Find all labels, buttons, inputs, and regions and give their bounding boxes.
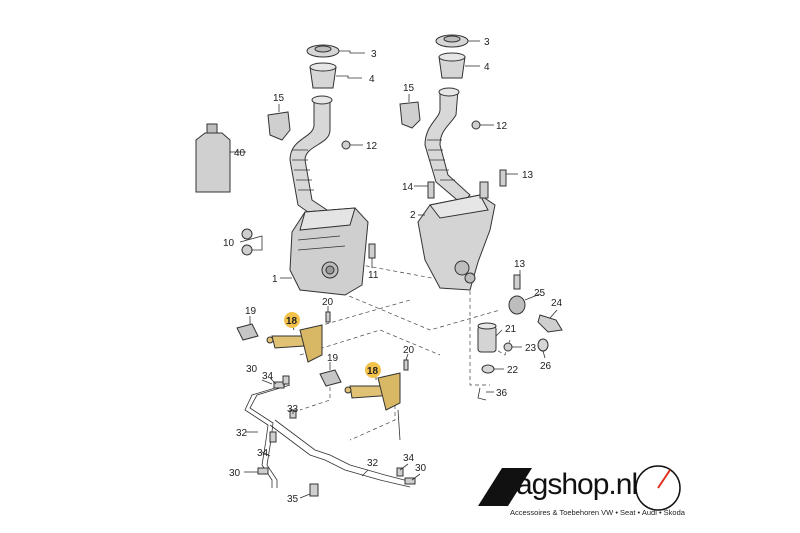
callout-14: 14	[402, 182, 414, 193]
bracket-right	[399, 101, 421, 129]
logo-mark-icon	[478, 465, 681, 511]
callout-25: 25	[534, 288, 546, 299]
callout-2: 2	[410, 210, 416, 221]
fluid-bottle	[195, 123, 231, 193]
washer-reservoir-left	[289, 207, 369, 296]
fill-pipe-right	[424, 87, 471, 205]
callout-3-left: 3	[371, 49, 377, 60]
callout-40: 40	[234, 148, 246, 159]
callout-12-left: 12	[366, 141, 378, 152]
level-sensor	[537, 314, 563, 333]
callout-15-right: 15	[403, 83, 415, 94]
callout-23: 23	[525, 343, 537, 354]
washer-pump	[477, 322, 497, 353]
filler-cap-right	[435, 34, 469, 48]
callout-labels: 3 4 3 4 15 15 12 12 40 14 13 2 10 1 11 1…	[223, 37, 563, 505]
vagshop-logo: agshop.nl Accessoires & Toebehoren VW • …	[470, 458, 690, 528]
callout-12-right: 12	[496, 121, 508, 132]
fasteners	[241, 120, 521, 371]
callout-13-mid: 13	[514, 259, 526, 270]
callout-34-mid: 34	[257, 448, 269, 459]
callout-34-top: 34	[262, 371, 274, 382]
washer-jet-right	[344, 372, 401, 411]
callout-18-right: 18	[367, 366, 379, 377]
callout-4-right: 4	[484, 62, 490, 73]
filler-cap-left	[306, 44, 340, 58]
logo-wordmark: agshop.nl	[516, 468, 638, 501]
callout-26: 26	[540, 361, 552, 372]
pump-grommet	[481, 364, 495, 374]
washer-hoses	[244, 384, 487, 488]
callout-36: 36	[496, 388, 508, 399]
callout-4-left: 4	[369, 74, 375, 85]
logo-tagline: Accessoires & Toebehoren VW • Seat • Aud…	[510, 508, 685, 517]
leader-lines	[230, 40, 558, 499]
callout-15-left: 15	[273, 93, 285, 104]
callout-30-left: 30	[229, 468, 241, 479]
bracket-left	[267, 111, 291, 141]
callout-34-right: 34	[403, 453, 415, 464]
callout-30-right: 30	[415, 463, 427, 474]
callout-35: 35	[287, 494, 299, 505]
callout-21: 21	[505, 324, 517, 335]
callout-13-top: 13	[522, 170, 534, 181]
callout-22: 22	[507, 365, 519, 376]
callout-18-right-badge	[365, 362, 381, 378]
callout-18-left: 18	[286, 316, 298, 327]
callout-11: 11	[368, 270, 379, 281]
callout-30-top: 30	[246, 364, 258, 375]
callout-1: 1	[272, 274, 278, 285]
callout-20-left: 20	[322, 297, 334, 308]
assembly-dashed-lines	[299, 261, 511, 441]
callout-10: 10	[223, 238, 235, 249]
filler-neck-right	[438, 52, 466, 79]
callout-33: 33	[287, 404, 299, 415]
callout-18-left-badge	[284, 312, 300, 328]
callout-32-right: 32	[367, 458, 379, 469]
callout-20-right: 20	[403, 345, 415, 356]
washer-jet-left	[266, 324, 323, 363]
callout-24: 24	[551, 298, 563, 309]
washer-reservoir-right	[417, 181, 496, 291]
filler-neck-left	[309, 62, 337, 89]
callout-19-left: 19	[245, 306, 257, 317]
callout-19-right: 19	[327, 353, 339, 364]
fill-pipe-left	[289, 95, 333, 223]
callout-3-right: 3	[484, 37, 490, 48]
rubber-pads	[236, 323, 342, 387]
callout-32-left: 32	[236, 428, 248, 439]
seal-ring	[537, 338, 549, 352]
grommet	[508, 295, 526, 315]
highlighted-callouts: 18 18	[284, 312, 381, 378]
